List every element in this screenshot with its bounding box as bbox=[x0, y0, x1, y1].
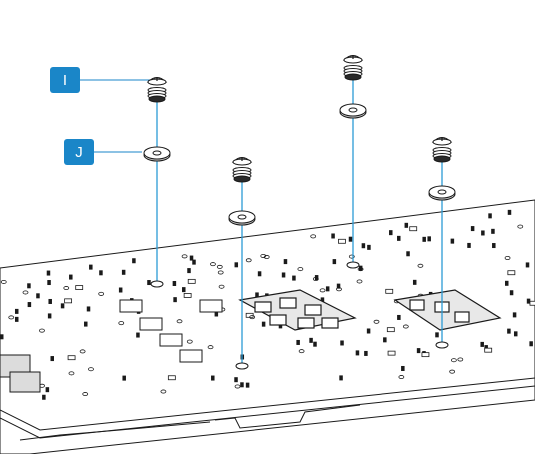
mounting-hole-1 bbox=[150, 280, 164, 288]
flat-washer-icon bbox=[228, 210, 256, 226]
pan-head-screw-with-spring-washer-icon bbox=[342, 55, 364, 81]
callout-washer-label: J bbox=[75, 143, 83, 161]
pan-head-screw-with-spring-washer-icon bbox=[431, 137, 453, 163]
pan-head-screw-with-spring-washer-icon bbox=[231, 157, 253, 183]
bracket bbox=[19, 404, 361, 441]
callout-screw: I bbox=[50, 67, 80, 93]
callout-washer: J bbox=[64, 139, 94, 165]
mounting-hole-3 bbox=[346, 261, 360, 269]
chip-array bbox=[238, 289, 357, 331]
mounting-hole-2 bbox=[235, 362, 249, 370]
mounting-hole-4 bbox=[435, 341, 449, 349]
board-top-face bbox=[0, 199, 535, 454]
flat-washer-icon bbox=[339, 103, 367, 119]
board-front-edge bbox=[0, 377, 535, 431]
callout-leaders bbox=[80, 79, 150, 153]
pan-head-screw-with-spring-washer-icon bbox=[146, 77, 168, 103]
flat-washer-icon bbox=[428, 185, 456, 201]
callout-screw-label: I bbox=[62, 71, 68, 89]
circuit-board bbox=[0, 199, 535, 454]
fastener-stack bbox=[143, 55, 456, 370]
left-component-strip bbox=[0, 299, 223, 393]
flat-washer-icon bbox=[143, 146, 171, 162]
